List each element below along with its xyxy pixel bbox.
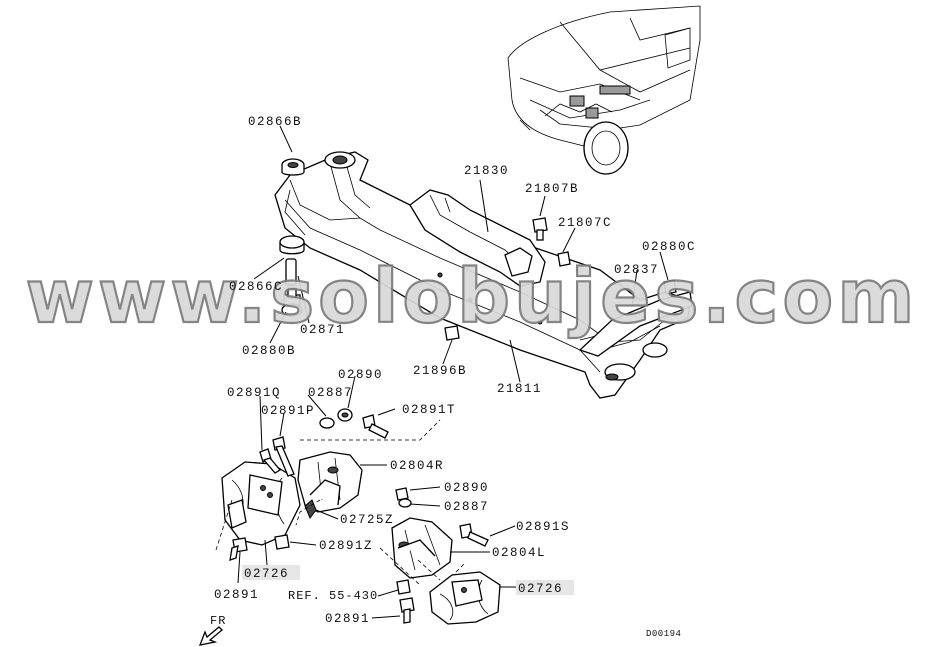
label-02887-upper: 02887 [308, 386, 353, 400]
insulator-left-drawing [429, 571, 501, 625]
label-21807B: 21807B [525, 182, 579, 196]
label-02891S: 02891S [516, 520, 570, 534]
label-02804R: 02804R [390, 459, 444, 473]
label-02891Q: 02891Q [227, 386, 281, 400]
transmission-support-drawing [409, 189, 693, 357]
label-21896B: 21896B [413, 364, 467, 378]
label-21830: 21830 [464, 164, 509, 178]
leader-lines [215, 125, 669, 619]
label-02887-lower: 02887 [444, 500, 489, 514]
label-02837: 02837 [614, 263, 659, 277]
label-02891P: 02891P [261, 404, 315, 418]
label-ref-55-430: REF. 55-430 [288, 589, 378, 603]
label-02890-lower: 02890 [444, 481, 489, 495]
vehicle-inset-drawing [507, 5, 701, 175]
label-02891Z: 02891Z [319, 539, 373, 553]
label-02880C: 02880C [642, 240, 696, 254]
label-02726-right: 02726 [244, 567, 289, 581]
label-02726-left: 02726 [518, 582, 563, 596]
crossmember-fasteners [279, 158, 677, 341]
label-21811: 21811 [497, 382, 542, 396]
label-02804L: 02804L [492, 546, 546, 560]
label-02891T: 02891T [402, 403, 456, 417]
label-02866C: 02866C [229, 280, 283, 294]
label-21807C: 21807C [558, 216, 612, 230]
label-02891-right: 02891 [214, 588, 259, 602]
front-arrow-icon [198, 626, 223, 646]
label-02866B: 02866B [248, 115, 302, 129]
label-02890-upper: 02890 [338, 368, 383, 382]
mount-fasteners [229, 408, 489, 624]
watermark-text: www.solobujes.com [26, 254, 919, 340]
label-02891-left: 02891 [325, 612, 370, 626]
label-02871: 02871 [300, 323, 345, 337]
engine-mount-left-drawing [391, 517, 453, 579]
part-labels: 02866B 02866C 02871 02880B 21830 21807B … [214, 115, 696, 626]
engine-mount-right-drawing [297, 451, 363, 519]
diagram-code: D00194 [646, 629, 681, 639]
label-02725Z: 02725Z [340, 513, 394, 527]
insulator-right-drawing [221, 461, 301, 546]
label-02880B: 02880B [242, 344, 296, 358]
front-label: FR [210, 614, 226, 628]
front-direction-indicator: FR [198, 614, 226, 646]
